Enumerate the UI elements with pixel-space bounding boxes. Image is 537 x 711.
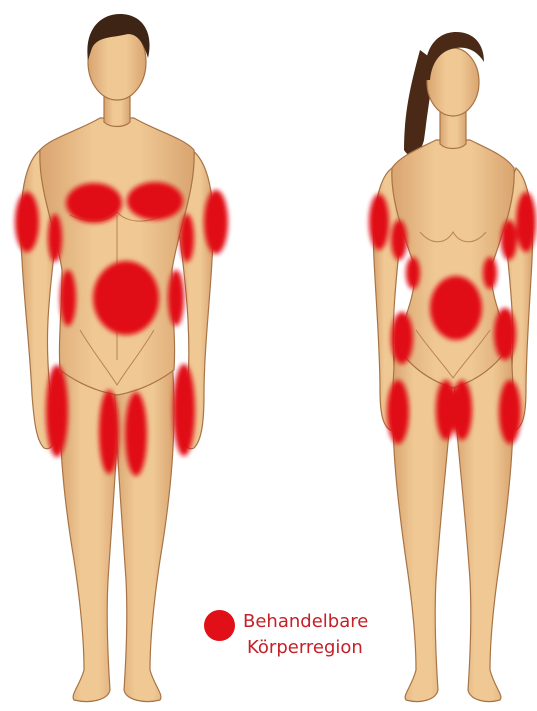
- male-region-right-outer-thigh: [173, 364, 195, 456]
- male-region-left-flank-upper: [48, 214, 62, 262]
- female-region-right-hip: [494, 308, 516, 360]
- male-region-left-upper-arm: [15, 192, 39, 252]
- legend-label-line2: Körperregion: [247, 636, 363, 660]
- male-region-right-flank-upper: [180, 214, 194, 262]
- legend-marker-icon: [204, 610, 235, 641]
- male-region-left-flank: [60, 270, 76, 326]
- male-figure: [21, 24, 214, 702]
- female-region-right-waist: [483, 257, 497, 289]
- male-region-right-chest: [127, 182, 183, 220]
- female-region-right-outer-thigh: [499, 380, 521, 444]
- female-region-left-upper-arm: [369, 194, 389, 250]
- male-region-right-flank: [168, 270, 184, 326]
- male-region-left-inner-thigh: [99, 390, 119, 474]
- female-region-left-forearm: [391, 220, 407, 260]
- male-region-left-chest: [66, 183, 122, 223]
- male-region-abdomen: [93, 261, 159, 335]
- female-region-left-outer-thigh: [387, 380, 409, 444]
- legend-label-line1: Behandelbare: [243, 610, 368, 634]
- female-region-right-upper-arm: [516, 192, 536, 252]
- male-region-right-inner-thigh: [125, 392, 147, 476]
- male-region-right-upper-arm: [204, 190, 228, 254]
- female-region-right-forearm: [501, 220, 517, 260]
- female-region-abdomen: [430, 276, 482, 340]
- female-region-right-inner-thigh: [452, 380, 472, 440]
- female-region-left-hip: [391, 312, 413, 364]
- legend: Behandelbare Körperregion: [204, 604, 404, 664]
- male-region-left-outer-thigh: [46, 365, 68, 457]
- female-region-left-waist: [406, 257, 420, 289]
